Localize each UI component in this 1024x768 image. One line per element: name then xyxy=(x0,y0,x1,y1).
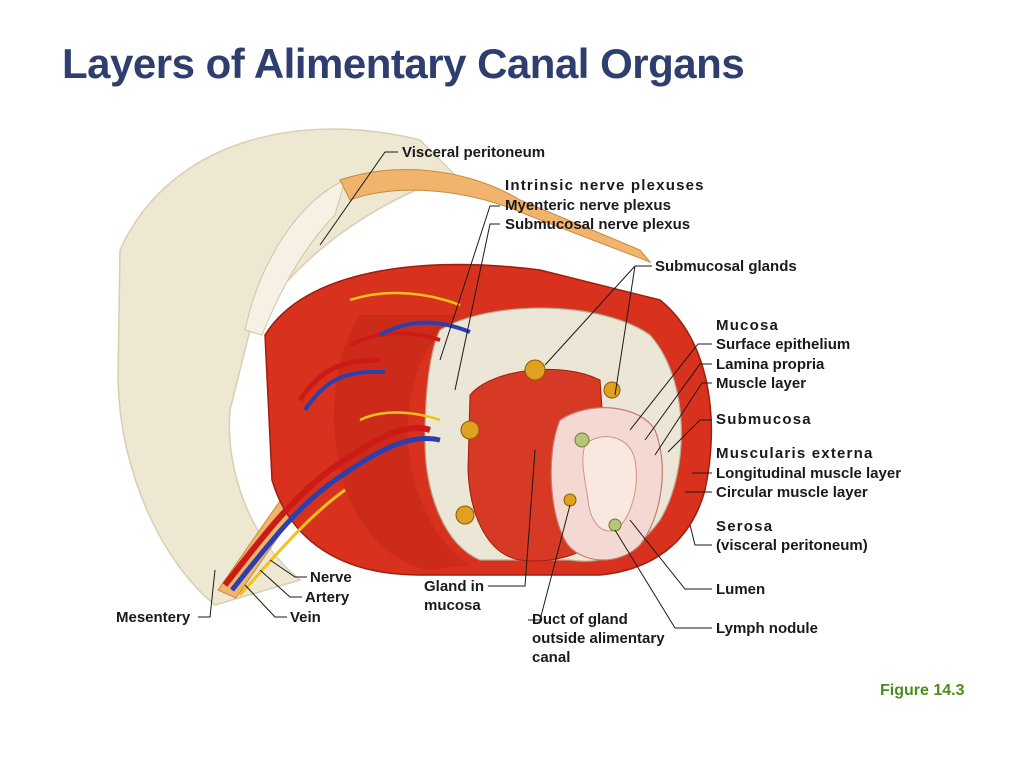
label-gland-line1: Gland in xyxy=(424,578,484,595)
label-serosa: Serosa xyxy=(716,518,774,535)
peritoneum-edge xyxy=(339,169,652,264)
gland xyxy=(603,381,621,399)
label-mesentery: Mesentery xyxy=(116,609,191,626)
artery-vessel xyxy=(222,425,431,587)
label-mucosa: Mucosa xyxy=(716,317,780,334)
label-intrinsic-nerve-plexuses: Intrinsic nerve plexuses xyxy=(505,177,705,194)
label-myenteric-nerve-plexus: Myenteric nerve plexus xyxy=(505,197,671,214)
label-nerve: Nerve xyxy=(310,569,352,586)
label-submucosal-nerve-plexus: Submucosal nerve plexus xyxy=(505,216,691,233)
artery-vessel xyxy=(297,357,381,402)
vein-vessel xyxy=(230,436,441,592)
label-circular-muscle-layer: Circular muscle layer xyxy=(716,484,868,501)
label-gland-line2: mucosa xyxy=(424,597,481,614)
figure-caption: Figure 14.3 xyxy=(880,682,965,699)
vein-vessel xyxy=(379,320,471,337)
label-lumen: Lumen xyxy=(716,581,766,598)
label-serosa-sub: (visceral peritoneum) xyxy=(716,537,868,554)
label-duct-line1: Duct of gland xyxy=(532,611,628,628)
label-surface-epithelium: Surface epithelium xyxy=(716,336,851,353)
label-duct-line2: outside alimentary xyxy=(532,630,665,647)
label-muscularis-externa: Muscularis externa xyxy=(716,445,874,462)
gland xyxy=(524,359,546,381)
gland xyxy=(460,420,480,440)
artery-vessel xyxy=(349,331,441,347)
nerve-fiber xyxy=(349,291,461,422)
gland xyxy=(455,505,475,525)
label-visceral-peritoneum: Visceral peritoneum xyxy=(402,144,546,161)
label-vein: Vein xyxy=(290,609,321,626)
label-duct-line3: canal xyxy=(532,649,571,666)
label-muscle-layer: Muscle layer xyxy=(716,375,807,392)
gland xyxy=(563,493,577,507)
label-submucosa: Submucosa xyxy=(716,411,812,428)
vein-vessel xyxy=(303,369,386,412)
leader-lines xyxy=(198,151,712,629)
label-lamina-propria: Lamina propria xyxy=(716,356,825,373)
label-submucosal-glands: Submucosal glands xyxy=(655,258,797,275)
lymph-nodule xyxy=(608,518,622,532)
nerve-fiber xyxy=(238,488,346,596)
label-artery: Artery xyxy=(305,589,350,606)
label-longitudinal-muscle-layer: Longitudinal muscle layer xyxy=(716,465,902,482)
label-lymph-nodule: Lymph nodule xyxy=(716,620,818,637)
slide-title: Layers of Alimentary Canal Organs xyxy=(62,40,745,87)
lymph-nodule xyxy=(574,432,590,448)
